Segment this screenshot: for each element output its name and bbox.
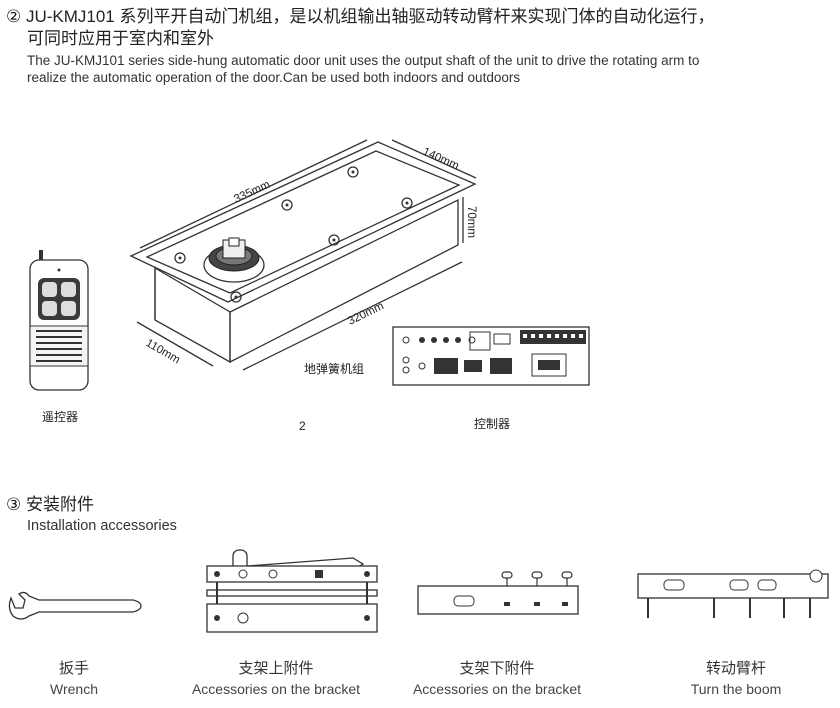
dim-front: 320mm xyxy=(346,300,386,328)
screw-icon xyxy=(174,166,413,303)
wrench-icon xyxy=(8,591,142,620)
figure-number: 2 xyxy=(299,419,306,433)
dim-side: 110mm xyxy=(144,337,182,366)
boom-caption-en: Turn the boom xyxy=(690,681,782,697)
bracket-top-accessory-icon xyxy=(206,549,378,633)
remote-control-icon xyxy=(29,250,89,391)
remote-label: 遥控器 xyxy=(42,410,79,424)
section3-title: ③ 安装附件 xyxy=(6,495,94,514)
section2-en-line2: realize the automatic operation of the d… xyxy=(27,70,521,85)
bracket-top-caption-cn: 支架上附件 xyxy=(238,660,314,677)
section3-subtitle: Installation accessories xyxy=(27,518,177,534)
section2-title-line1: ② JU-KMJ101 系列平开自动门机组，是以机组输出轴驱动转动臂杆来实现门体… xyxy=(6,7,715,26)
dim-height: 70mm xyxy=(465,206,477,238)
section2-en-line1: The JU-KMJ101 series side-hung automatic… xyxy=(27,53,700,68)
wrench-caption-en: Wrench xyxy=(50,681,98,697)
bracket-bottom-caption-en: Accessories on the bracket xyxy=(412,681,582,697)
spindle-icon xyxy=(203,237,265,283)
bracket-bottom-accessory-icon xyxy=(417,571,579,615)
section2-title-line2: 可同时应用于室内和室外 xyxy=(27,29,214,48)
boom-caption-cn: 转动臂杆 xyxy=(705,660,766,677)
floor-spring-label: 地弹簧机组 xyxy=(304,362,365,376)
rotating-arm-icon xyxy=(637,569,829,618)
controller-label: 控制器 xyxy=(474,417,511,431)
bracket-top-caption-en: Accessories on the bracket xyxy=(191,681,361,697)
wrench-caption-cn: 扳手 xyxy=(58,660,89,677)
controller-board-icon xyxy=(392,326,590,386)
dim-right-top: 140mm xyxy=(421,146,461,173)
bracket-bottom-caption-cn: 支架下附件 xyxy=(459,660,535,677)
